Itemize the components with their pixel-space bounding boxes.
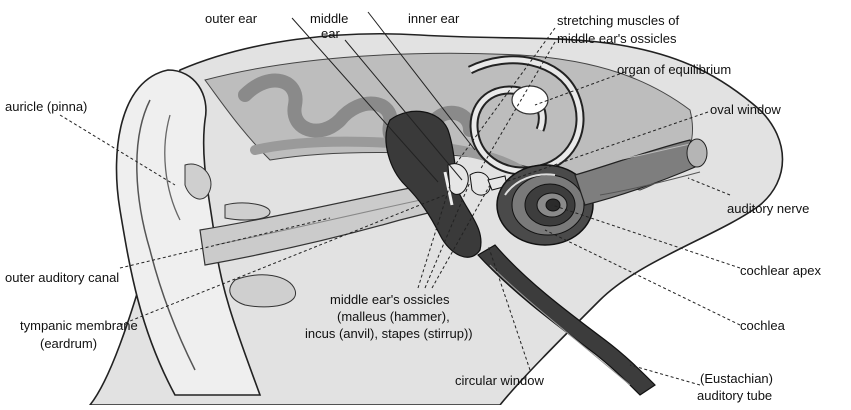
label-tympanic-membrane-line2: (eardrum) [40, 336, 97, 351]
label-outer-auditory-canal: outer auditory canal [5, 270, 119, 285]
label-ossicles-line1: middle ear's ossicles [330, 292, 450, 307]
label-outer-ear: outer ear [205, 11, 258, 26]
label-middle-ear-line2: ear [321, 26, 340, 41]
label-organ-of-equilibrium: organ of equilibrium [617, 62, 731, 77]
label-stretching-muscles-line1: stretching muscles of [557, 13, 679, 28]
label-cochlea: cochlea [740, 318, 786, 333]
label-tympanic-membrane-line1: tympanic membrane [20, 318, 138, 333]
label-auditory-nerve: auditory nerve [727, 201, 809, 216]
label-cochlear-apex: cochlear apex [740, 263, 821, 278]
label-eustachian-line1: (Eustachian) [700, 371, 773, 386]
label-middle-ear-line1: middle [310, 11, 348, 26]
label-inner-ear: inner ear [408, 11, 460, 26]
label-eustachian-line2: auditory tube [697, 388, 772, 403]
label-stretching-muscles-line2: middle ear's ossicles [557, 31, 677, 46]
label-auricle: auricle (pinna) [5, 99, 87, 114]
label-ossicles-line3: incus (anvil), stapes (stirrup)) [305, 326, 473, 341]
label-circular-window: circular window [455, 373, 544, 388]
label-ossicles-line2: (malleus (hammer), [337, 309, 450, 324]
label-oval-window: oval window [710, 102, 781, 117]
